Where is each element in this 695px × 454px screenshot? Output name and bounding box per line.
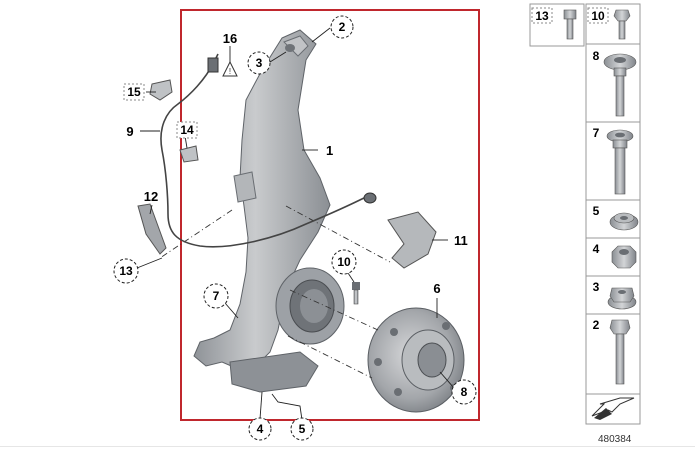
svg-text:2: 2 [593, 318, 600, 332]
svg-text:10: 10 [337, 255, 351, 269]
direction-arrow-icon [591, 397, 635, 420]
reference-number: 480384 [598, 434, 632, 445]
callout-2: 2 [330, 15, 354, 39]
svg-text:4: 4 [257, 422, 264, 436]
svg-text:4: 4 [593, 242, 600, 256]
assembly-lines [159, 205, 391, 379]
part-3-nut [607, 287, 637, 310]
callout-13: 13 [113, 258, 139, 284]
main-frame [180, 9, 480, 421]
sidebar-label-7: 7 [593, 126, 600, 140]
svg-text:14: 14 [180, 123, 194, 137]
callout-3: 3 [247, 51, 271, 75]
bracket-12 [137, 203, 167, 255]
cable-clip-15 [149, 79, 173, 101]
sidebar-label-8: 8 [593, 49, 600, 63]
callout-10: 10 [331, 249, 357, 275]
callout-1: 1 [326, 143, 333, 158]
svg-text:3: 3 [256, 56, 263, 70]
part-4-nut [611, 245, 637, 269]
svg-text:15: 15 [127, 85, 141, 99]
part-13-screw [563, 9, 577, 40]
part-5-nut [609, 212, 639, 231]
warning-triangle-icon [222, 60, 238, 77]
sensor-plug-end [363, 192, 377, 204]
svg-text:2: 2 [339, 20, 346, 34]
callout-15: 15 [123, 83, 145, 101]
sidebar-label-3: 3 [593, 280, 600, 294]
warning-mark: ! [229, 67, 231, 76]
callout-4: 4 [248, 417, 272, 441]
sidebar-label-4: 4 [593, 242, 600, 256]
sidebar-label-2: 2 [593, 318, 600, 332]
cable-holder-14 [179, 145, 199, 163]
sidebar-label-5: 5 [593, 204, 600, 218]
svg-text:13: 13 [535, 9, 549, 23]
part-2-bolt [609, 319, 631, 385]
bracket-11 [387, 211, 437, 269]
svg-text:5: 5 [299, 422, 306, 436]
svg-text:7: 7 [593, 126, 600, 140]
callout-6: 6 [433, 281, 440, 296]
svg-text:7: 7 [213, 289, 220, 303]
sensor-plug [207, 57, 219, 73]
svg-text:13: 13 [119, 264, 133, 278]
callout-12: 12 [144, 189, 158, 204]
callout-9: 9 [126, 124, 133, 139]
part-7-bolt [606, 129, 634, 195]
part-8-bolt [603, 53, 637, 117]
callout-5: 5 [290, 417, 314, 441]
callout-11: 11 [454, 233, 468, 248]
sidebar-label-13: 13 [531, 7, 553, 24]
callout-16: 16 [223, 31, 237, 46]
steering-knuckle [193, 29, 345, 393]
screw-10 [352, 282, 360, 305]
part-10-bolt [613, 9, 631, 40]
wheel-hub-bearing [367, 307, 465, 413]
callout-14: 14 [176, 121, 198, 139]
svg-text:8: 8 [461, 385, 468, 399]
callout-8: 8 [451, 379, 477, 405]
svg-text:10: 10 [591, 9, 605, 23]
bottom-divider [0, 446, 695, 447]
callout-7: 7 [203, 283, 229, 309]
svg-text:3: 3 [593, 280, 600, 294]
svg-text:8: 8 [593, 49, 600, 63]
svg-text:5: 5 [593, 204, 600, 218]
sidebar-label-10: 10 [587, 7, 609, 24]
